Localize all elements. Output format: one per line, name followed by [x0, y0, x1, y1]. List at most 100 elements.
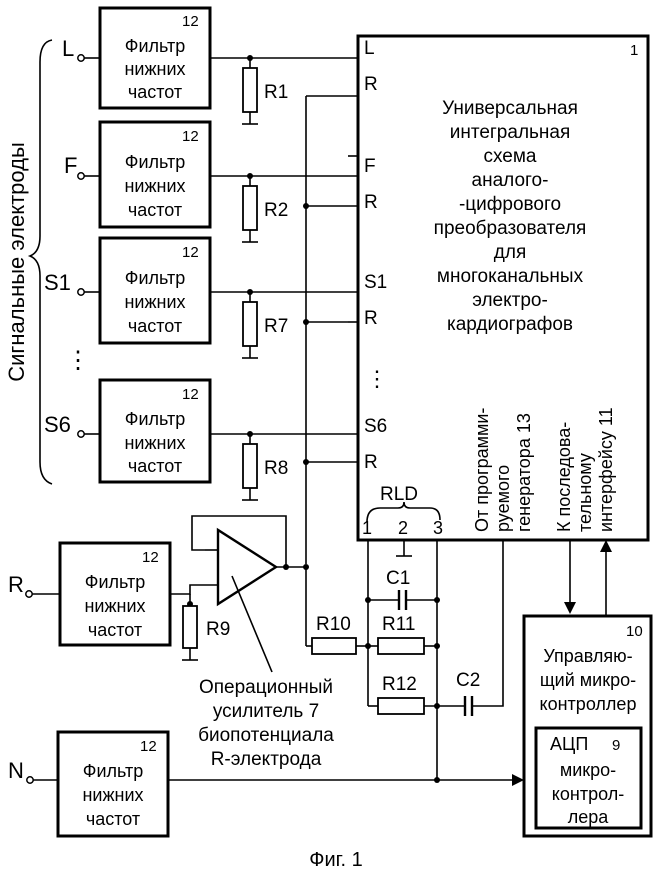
- svg-text:12: 12: [140, 738, 157, 755]
- opamp-7: [170, 515, 309, 673]
- svg-text:руемого: руемого: [493, 465, 513, 532]
- svg-text:C2: C2: [456, 670, 480, 691]
- mcu-adc-9: АЦП 9 микро- контрол- лера: [534, 726, 643, 830]
- svg-text:Фильтр: Фильтр: [125, 152, 185, 172]
- electrode-S6-label: S6: [44, 412, 71, 437]
- svg-text:Фильтр: Фильтр: [125, 268, 185, 288]
- svg-text:частот: частот: [128, 456, 182, 476]
- svg-text:лера: лера: [568, 807, 610, 827]
- svg-text:12: 12: [182, 13, 199, 30]
- svg-text:частот: частот: [128, 316, 182, 336]
- capacitor-C1: C1: [368, 568, 437, 610]
- pin-R-4: R: [364, 452, 378, 473]
- rld-brace: [366, 501, 441, 523]
- svg-text:для: для: [494, 242, 526, 263]
- electrode-R-terminal: [25, 590, 33, 598]
- svg-text:интегральная: интегральная: [450, 122, 571, 143]
- pin-L: L: [364, 38, 375, 59]
- svg-text:1: 1: [630, 42, 638, 59]
- svg-text:12: 12: [182, 244, 199, 261]
- svg-text:10: 10: [626, 623, 643, 640]
- svg-text:R8: R8: [264, 458, 288, 479]
- filter-F: 12 Фильтр нижних частот: [98, 120, 212, 229]
- svg-text:R11: R11: [382, 614, 415, 635]
- svg-text:R1: R1: [264, 82, 288, 103]
- rld-label: RLD: [380, 484, 418, 505]
- svg-text:R7: R7: [264, 316, 288, 337]
- rld-pin-3: 3: [433, 518, 443, 538]
- electrode-S6-terminal: [77, 430, 85, 438]
- electrode-L-terminal: [77, 54, 85, 62]
- svg-text:схема: схема: [484, 146, 537, 167]
- svg-text:аналого-: аналого-: [472, 170, 549, 191]
- svg-text:генератора 13: генератора 13: [514, 413, 534, 532]
- svg-text:нижних: нижних: [124, 176, 185, 196]
- electrode-S1-terminal: [77, 288, 85, 296]
- pin-R-1: R: [364, 74, 378, 95]
- svg-text:АЦП: АЦП: [550, 734, 588, 754]
- pin-S1: S1: [364, 272, 387, 293]
- svg-text:R12: R12: [382, 674, 417, 695]
- svg-text:R2: R2: [264, 200, 288, 221]
- resistor-R7: R7: [242, 289, 288, 359]
- svg-text:12: 12: [142, 549, 159, 566]
- capacitor-C2: C2: [456, 540, 504, 716]
- svg-text:Фильтр: Фильтр: [125, 409, 185, 429]
- electrode-N-terminal: [26, 776, 34, 784]
- svg-text:многоканальных: многоканальных: [437, 266, 584, 287]
- svg-text:частот: частот: [128, 82, 182, 102]
- svg-text:интерфейсу 11: интерфейсу 11: [596, 407, 616, 532]
- controller-10: 10 Управляю- щий микро- контроллер: [522, 614, 653, 838]
- svg-text:-цифрового: -цифрового: [459, 194, 561, 215]
- filter-N: 12 Фильтр нижних частот: [56, 730, 170, 838]
- filter-S1: 12 Фильтр нижних частот: [98, 236, 212, 345]
- figure-caption: Фиг. 1: [309, 849, 362, 871]
- pin-R-2: R: [364, 192, 378, 213]
- pin-ellipsis: ⋮: [366, 366, 388, 391]
- svg-text:К последова-: К последова-: [554, 422, 574, 532]
- pin-F: F: [364, 156, 376, 177]
- svg-text:Фильтр: Фильтр: [125, 36, 185, 56]
- svg-text:нижних: нижних: [124, 59, 185, 79]
- resistor-R12: R12: [368, 674, 464, 715]
- resistor-R8: R8: [242, 431, 288, 501]
- opamp-label-line3: биопотенциала: [198, 725, 334, 746]
- svg-text:9: 9: [612, 737, 620, 754]
- svg-text:Управляю-: Управляю-: [543, 646, 632, 666]
- svg-text:частот: частот: [128, 200, 182, 220]
- svg-text:нижних: нижних: [82, 785, 143, 805]
- opamp-label-line2: усилитель 7: [213, 701, 319, 722]
- electrodes-group-label: Сигнальные электроды: [4, 142, 29, 382]
- electrode-ellipsis: ⋮: [66, 347, 90, 374]
- electrodes-brace: [27, 39, 53, 485]
- pin-S6: S6: [364, 416, 387, 437]
- svg-text:Фильтр: Фильтр: [85, 572, 145, 592]
- svg-text:кардиографов: кардиографов: [447, 314, 573, 335]
- resistor-R10: R10: [306, 614, 368, 655]
- opamp-label-line1: Операционный: [199, 677, 333, 698]
- svg-text:контрол-: контрол-: [552, 784, 624, 804]
- svg-text:От программи-: От программи-: [472, 408, 492, 532]
- svg-text:нижних: нижних: [124, 433, 185, 453]
- electrode-S1-label: S1: [44, 270, 71, 295]
- svg-text:нижних: нижних: [84, 596, 145, 616]
- electrode-R-label: R: [8, 572, 24, 597]
- svg-text:нижних: нижних: [124, 292, 185, 312]
- resistor-R9: R9: [182, 594, 230, 661]
- rld-pin-2: 2: [398, 518, 408, 538]
- svg-text:щий микро-: щий микро-: [540, 670, 636, 690]
- electrode-F-terminal: [77, 172, 85, 180]
- svg-text:преобразователя: преобразователя: [434, 218, 587, 239]
- svg-text:12: 12: [182, 386, 199, 403]
- resistor-R1: R1: [242, 55, 288, 125]
- filter-L: 12 Фильтр нижних частот: [98, 6, 212, 110]
- opamp-label-line4: R-электрода: [211, 749, 322, 770]
- resistor-R2: R2: [242, 173, 288, 243]
- interface-label: К последова- тельному интерфейсу 11: [554, 407, 616, 532]
- rld-pin-1: 1: [362, 518, 372, 538]
- svg-text:электро-: электро-: [472, 290, 548, 311]
- svg-text:тельному: тельному: [575, 453, 595, 532]
- electrode-N-label: N: [8, 758, 24, 783]
